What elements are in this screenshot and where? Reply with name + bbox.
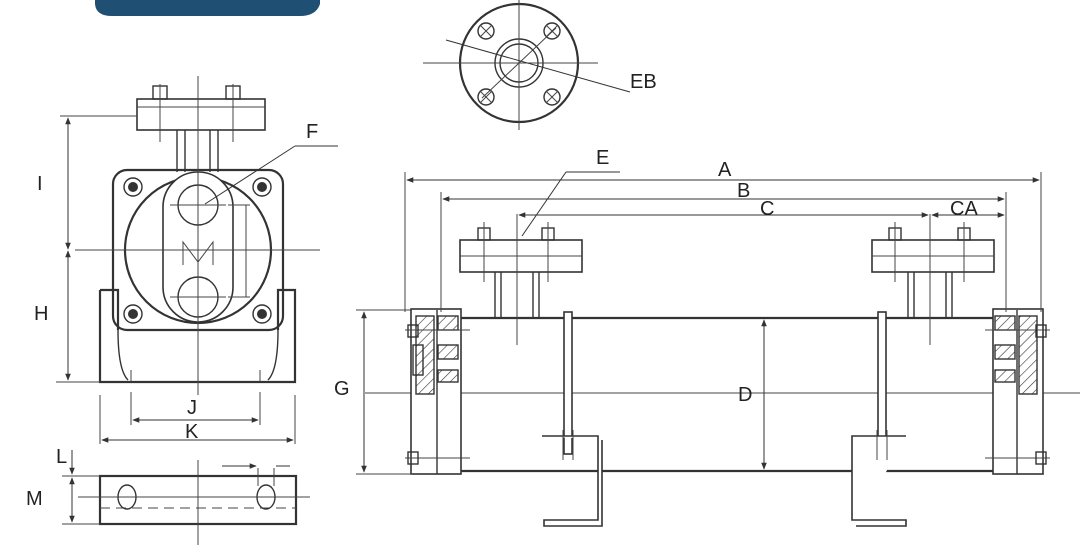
label-L: L (56, 446, 67, 468)
label-CA: CA (950, 198, 978, 220)
label-B: B (737, 180, 750, 202)
label-I: I (37, 173, 43, 195)
label-C: C (760, 198, 774, 220)
label-A: A (718, 159, 732, 181)
label-F: F (306, 121, 318, 143)
label-G: G (334, 378, 350, 400)
end-view: F I H J K (34, 76, 338, 444)
side-view: A B C CA E D G (334, 147, 1080, 527)
label-H: H (34, 303, 48, 325)
label-D: D (738, 384, 752, 406)
header-tab (95, 0, 320, 16)
label-M: M (26, 488, 43, 510)
label-J: J (187, 397, 197, 419)
flange-top-view: EB (423, 0, 657, 130)
foot-detail: L M (26, 446, 310, 545)
label-K: K (185, 421, 199, 443)
label-EB: EB (630, 71, 657, 93)
label-E: E (596, 147, 609, 169)
